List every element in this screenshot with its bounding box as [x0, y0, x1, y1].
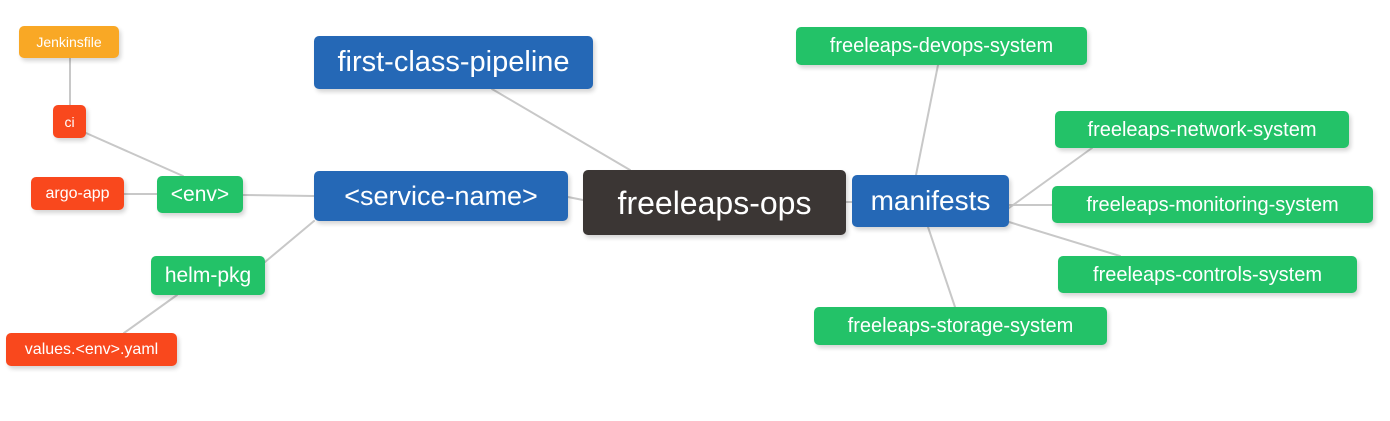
node-label-service-name: <service-name>: [344, 180, 538, 211]
edge-manifests-to-freeleaps-controls-system: [1008, 221, 1121, 257]
edge-manifests-to-freeleaps-storage-system: [927, 226, 956, 308]
node-freeleaps-controls-system[interactable]: freeleaps-controls-system: [1058, 256, 1357, 293]
edge-service-name-to-freeleaps-ops: [567, 196, 584, 201]
node-values-yaml[interactable]: values.<env>.yaml: [6, 333, 177, 366]
node-manifests[interactable]: manifests: [852, 175, 1009, 227]
node-freeleaps-monitoring-system[interactable]: freeleaps-monitoring-system: [1052, 186, 1373, 223]
node-label-freeleaps-network-system: freeleaps-network-system: [1087, 118, 1317, 141]
edge-env-to-service-name: [242, 194, 315, 197]
node-label-helm-pkg: helm-pkg: [164, 264, 252, 287]
node-label-ci: ci: [64, 113, 75, 130]
node-label-freeleaps-storage-system: freeleaps-storage-system: [847, 315, 1074, 337]
edge-manifests-to-freeleaps-devops-system: [915, 64, 939, 176]
node-service-name[interactable]: <service-name>: [314, 171, 568, 221]
node-freeleaps-storage-system[interactable]: freeleaps-storage-system: [814, 307, 1107, 345]
edge-ci-to-env: [85, 132, 184, 177]
node-env[interactable]: <env>: [157, 176, 243, 213]
node-freeleaps-ops[interactable]: freeleaps-ops: [583, 170, 846, 235]
edge-first-class-pipeline-to-freeleaps-ops: [491, 88, 631, 171]
node-jenkinsfile[interactable]: Jenkinsfile: [19, 26, 119, 58]
node-label-env: <env>: [170, 183, 230, 206]
node-label-argo-app: argo-app: [45, 184, 110, 202]
node-label-jenkinsfile: Jenkinsfile: [36, 34, 102, 50]
node-helm-pkg[interactable]: helm-pkg: [151, 256, 265, 295]
node-label-manifests: manifests: [870, 185, 991, 216]
edge-service-name-to-helm-pkg: [264, 220, 315, 263]
node-label-values-yaml: values.<env>.yaml: [24, 340, 159, 358]
node-freeleaps-devops-system[interactable]: freeleaps-devops-system: [796, 27, 1087, 65]
node-label-first-class-pipeline: first-class-pipeline: [337, 46, 570, 78]
node-ci[interactable]: ci: [53, 105, 86, 138]
edge-helm-pkg-to-values-yaml: [123, 294, 178, 334]
node-label-freeleaps-monitoring-system: freeleaps-monitoring-system: [1086, 193, 1339, 216]
node-label-freeleaps-devops-system: freeleaps-devops-system: [829, 35, 1054, 57]
node-freeleaps-network-system[interactable]: freeleaps-network-system: [1055, 111, 1349, 148]
node-label-freeleaps-controls-system: freeleaps-controls-system: [1093, 263, 1322, 286]
node-label-freeleaps-ops: freeleaps-ops: [617, 184, 812, 221]
node-argo-app[interactable]: argo-app: [31, 177, 124, 210]
node-first-class-pipeline[interactable]: first-class-pipeline: [314, 36, 593, 89]
